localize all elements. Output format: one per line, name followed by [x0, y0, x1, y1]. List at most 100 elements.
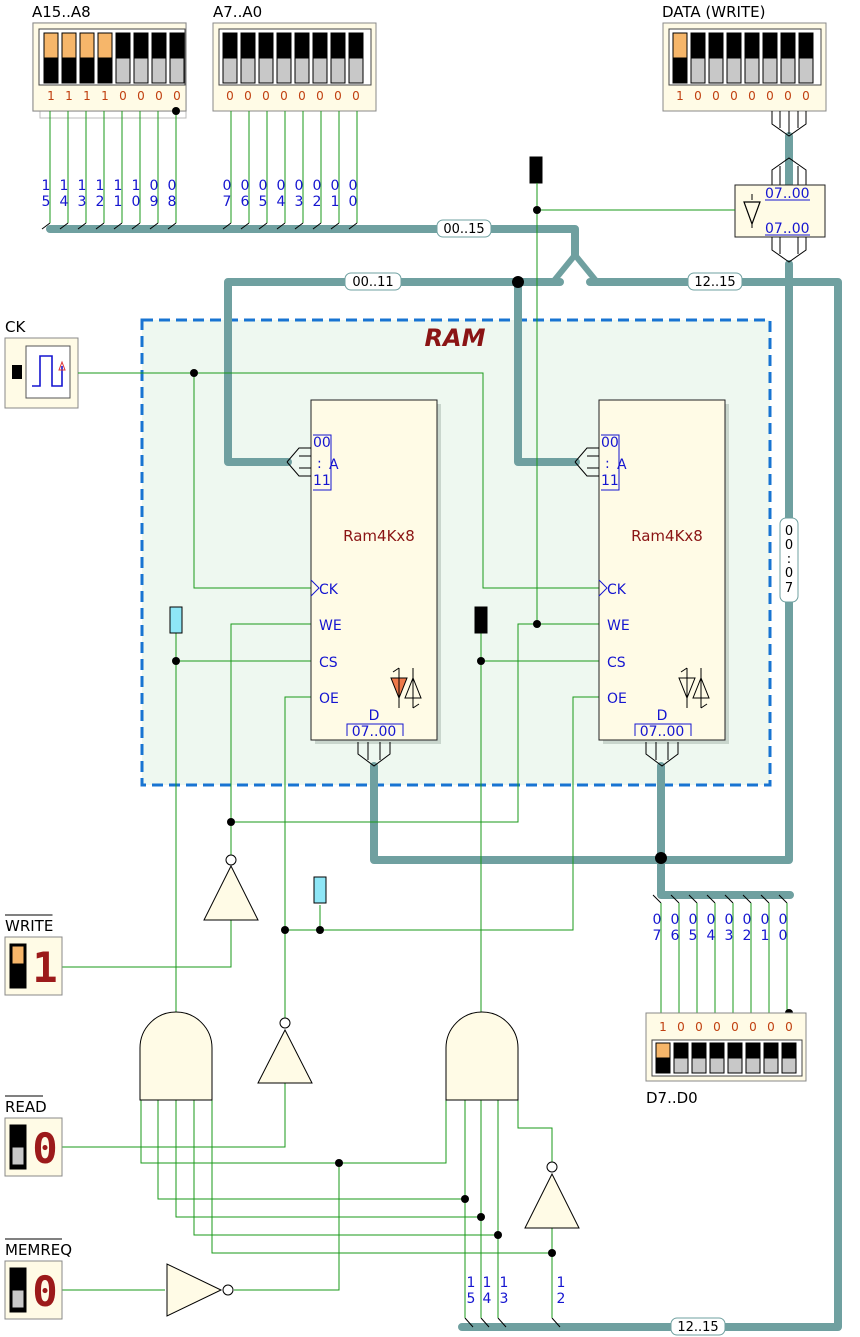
- probe-ram2-cs: [474, 606, 488, 634]
- tap-slant: [688, 894, 698, 904]
- tap-digit: 2: [313, 194, 322, 210]
- switch-lever-slot: [43, 32, 59, 59]
- svg-text:07..00: 07..00: [765, 221, 810, 237]
- switch-lever-knob: [799, 33, 813, 58]
- tap-digit: 2: [743, 928, 752, 944]
- state-digit: 0: [32, 1124, 57, 1173]
- switch-bit-label: 0: [280, 89, 288, 103]
- tap-digit: 0: [743, 912, 752, 928]
- data-bracket: [346, 723, 404, 736]
- tap-digit: 1: [500, 1275, 509, 1291]
- switch-bit-label: 0: [244, 89, 252, 103]
- switch-lever-knob: [80, 58, 94, 83]
- tap-digit: 0: [689, 912, 698, 928]
- switch-lever-knob: [44, 58, 58, 83]
- switch-lever-slot: [133, 57, 149, 84]
- tap-digit: 0: [671, 912, 680, 928]
- tristate-line: [392, 667, 400, 673]
- tap-slant: [240, 222, 250, 230]
- addr-inverter: [524, 1161, 580, 1229]
- tap-slant: [330, 222, 340, 230]
- tristate-buffer: 07..00 07..00: [734, 184, 826, 263]
- switch-bit-label: 1: [101, 89, 109, 103]
- chip-name: Ram4Kx8: [631, 527, 703, 545]
- addr-last: 11: [601, 473, 619, 489]
- switch-toggle[interactable]: [11, 1289, 25, 1309]
- switch-toggle[interactable]: [11, 1146, 25, 1166]
- tap-digit: 1: [60, 178, 69, 194]
- clock-source[interactable]: CK: [4, 318, 79, 409]
- switch-lever-knob: [781, 33, 795, 58]
- tap-slant: [497, 1317, 507, 1328]
- pin-ck: CK: [607, 582, 627, 598]
- tap-slant: [131, 222, 141, 230]
- control-label: WRITE: [5, 917, 53, 935]
- tap-digit: 1: [78, 178, 87, 194]
- control-label: READ: [5, 1098, 47, 1116]
- switch-lever-knob: [674, 1043, 688, 1058]
- switch-lever-knob: [745, 33, 759, 58]
- tap-slant: [312, 222, 322, 230]
- svg-text:7: 7: [785, 581, 793, 596]
- switch-lever-slot: [151, 57, 167, 84]
- pin-ck: CK: [319, 582, 339, 598]
- switch-bit-label: 0: [749, 1020, 757, 1034]
- tap-digit: 3: [295, 194, 304, 210]
- switch-bit-label: 0: [802, 89, 810, 103]
- switch-lever-knob: [98, 58, 112, 83]
- switch-lever-slot: [312, 57, 328, 84]
- switch-lever-slot: [708, 57, 724, 84]
- switch-toggle[interactable]: [11, 945, 25, 965]
- tap-slant: [149, 222, 159, 230]
- and-gate-1: [139, 1011, 213, 1101]
- switch-bit-label: 0: [137, 89, 145, 103]
- tap-slant: [742, 894, 752, 904]
- pin-we: WE: [319, 618, 342, 634]
- tap-digit: 7: [223, 194, 232, 210]
- tap-digit: 1: [114, 194, 123, 210]
- addr-bracket: [601, 434, 620, 491]
- read-switch[interactable]: READ 0: [4, 1095, 63, 1177]
- data-write-connector: [771, 111, 807, 185]
- switch-lever-knob: [727, 33, 741, 58]
- switch-lever-slot: [655, 1042, 671, 1059]
- switch-lever-slot: [348, 57, 364, 84]
- probe-write-line: [313, 876, 327, 904]
- switch-lever-knob: [152, 33, 166, 58]
- tap-digit: 2: [557, 1291, 566, 1307]
- tap-digit: 1: [114, 178, 123, 194]
- tap-digit: 4: [277, 194, 286, 210]
- tap-digit: 0: [761, 912, 770, 928]
- switch-lever-knob: [62, 58, 76, 83]
- tap-digit: 2: [96, 194, 105, 210]
- switch-bit-label: 0: [785, 1020, 793, 1034]
- bus-label-low: 00..11: [344, 272, 402, 291]
- addr-first: 00: [313, 435, 331, 451]
- tap-slant: [652, 894, 662, 904]
- svg-text:07..00: 07..00: [765, 186, 810, 202]
- switch-lever-knob: [259, 33, 273, 58]
- addr-bracket: [313, 434, 332, 491]
- svg-text:0: 0: [785, 524, 793, 539]
- addr-sep: :: [605, 456, 610, 472]
- switch-lever-knob: [673, 58, 687, 83]
- state-digit: 0: [32, 1267, 57, 1316]
- tap-digit: 4: [707, 928, 716, 944]
- tap-slant: [551, 1317, 561, 1328]
- tap-digit: 0: [779, 912, 788, 928]
- tap-digit: 1: [467, 1275, 476, 1291]
- addr-letter: A: [617, 457, 627, 473]
- tristate-line: [412, 703, 420, 709]
- svg-text:0: 0: [785, 538, 793, 553]
- and-gate-2: [445, 1011, 519, 1101]
- chip-body: [598, 399, 726, 741]
- switch-lever-slot: [169, 57, 185, 84]
